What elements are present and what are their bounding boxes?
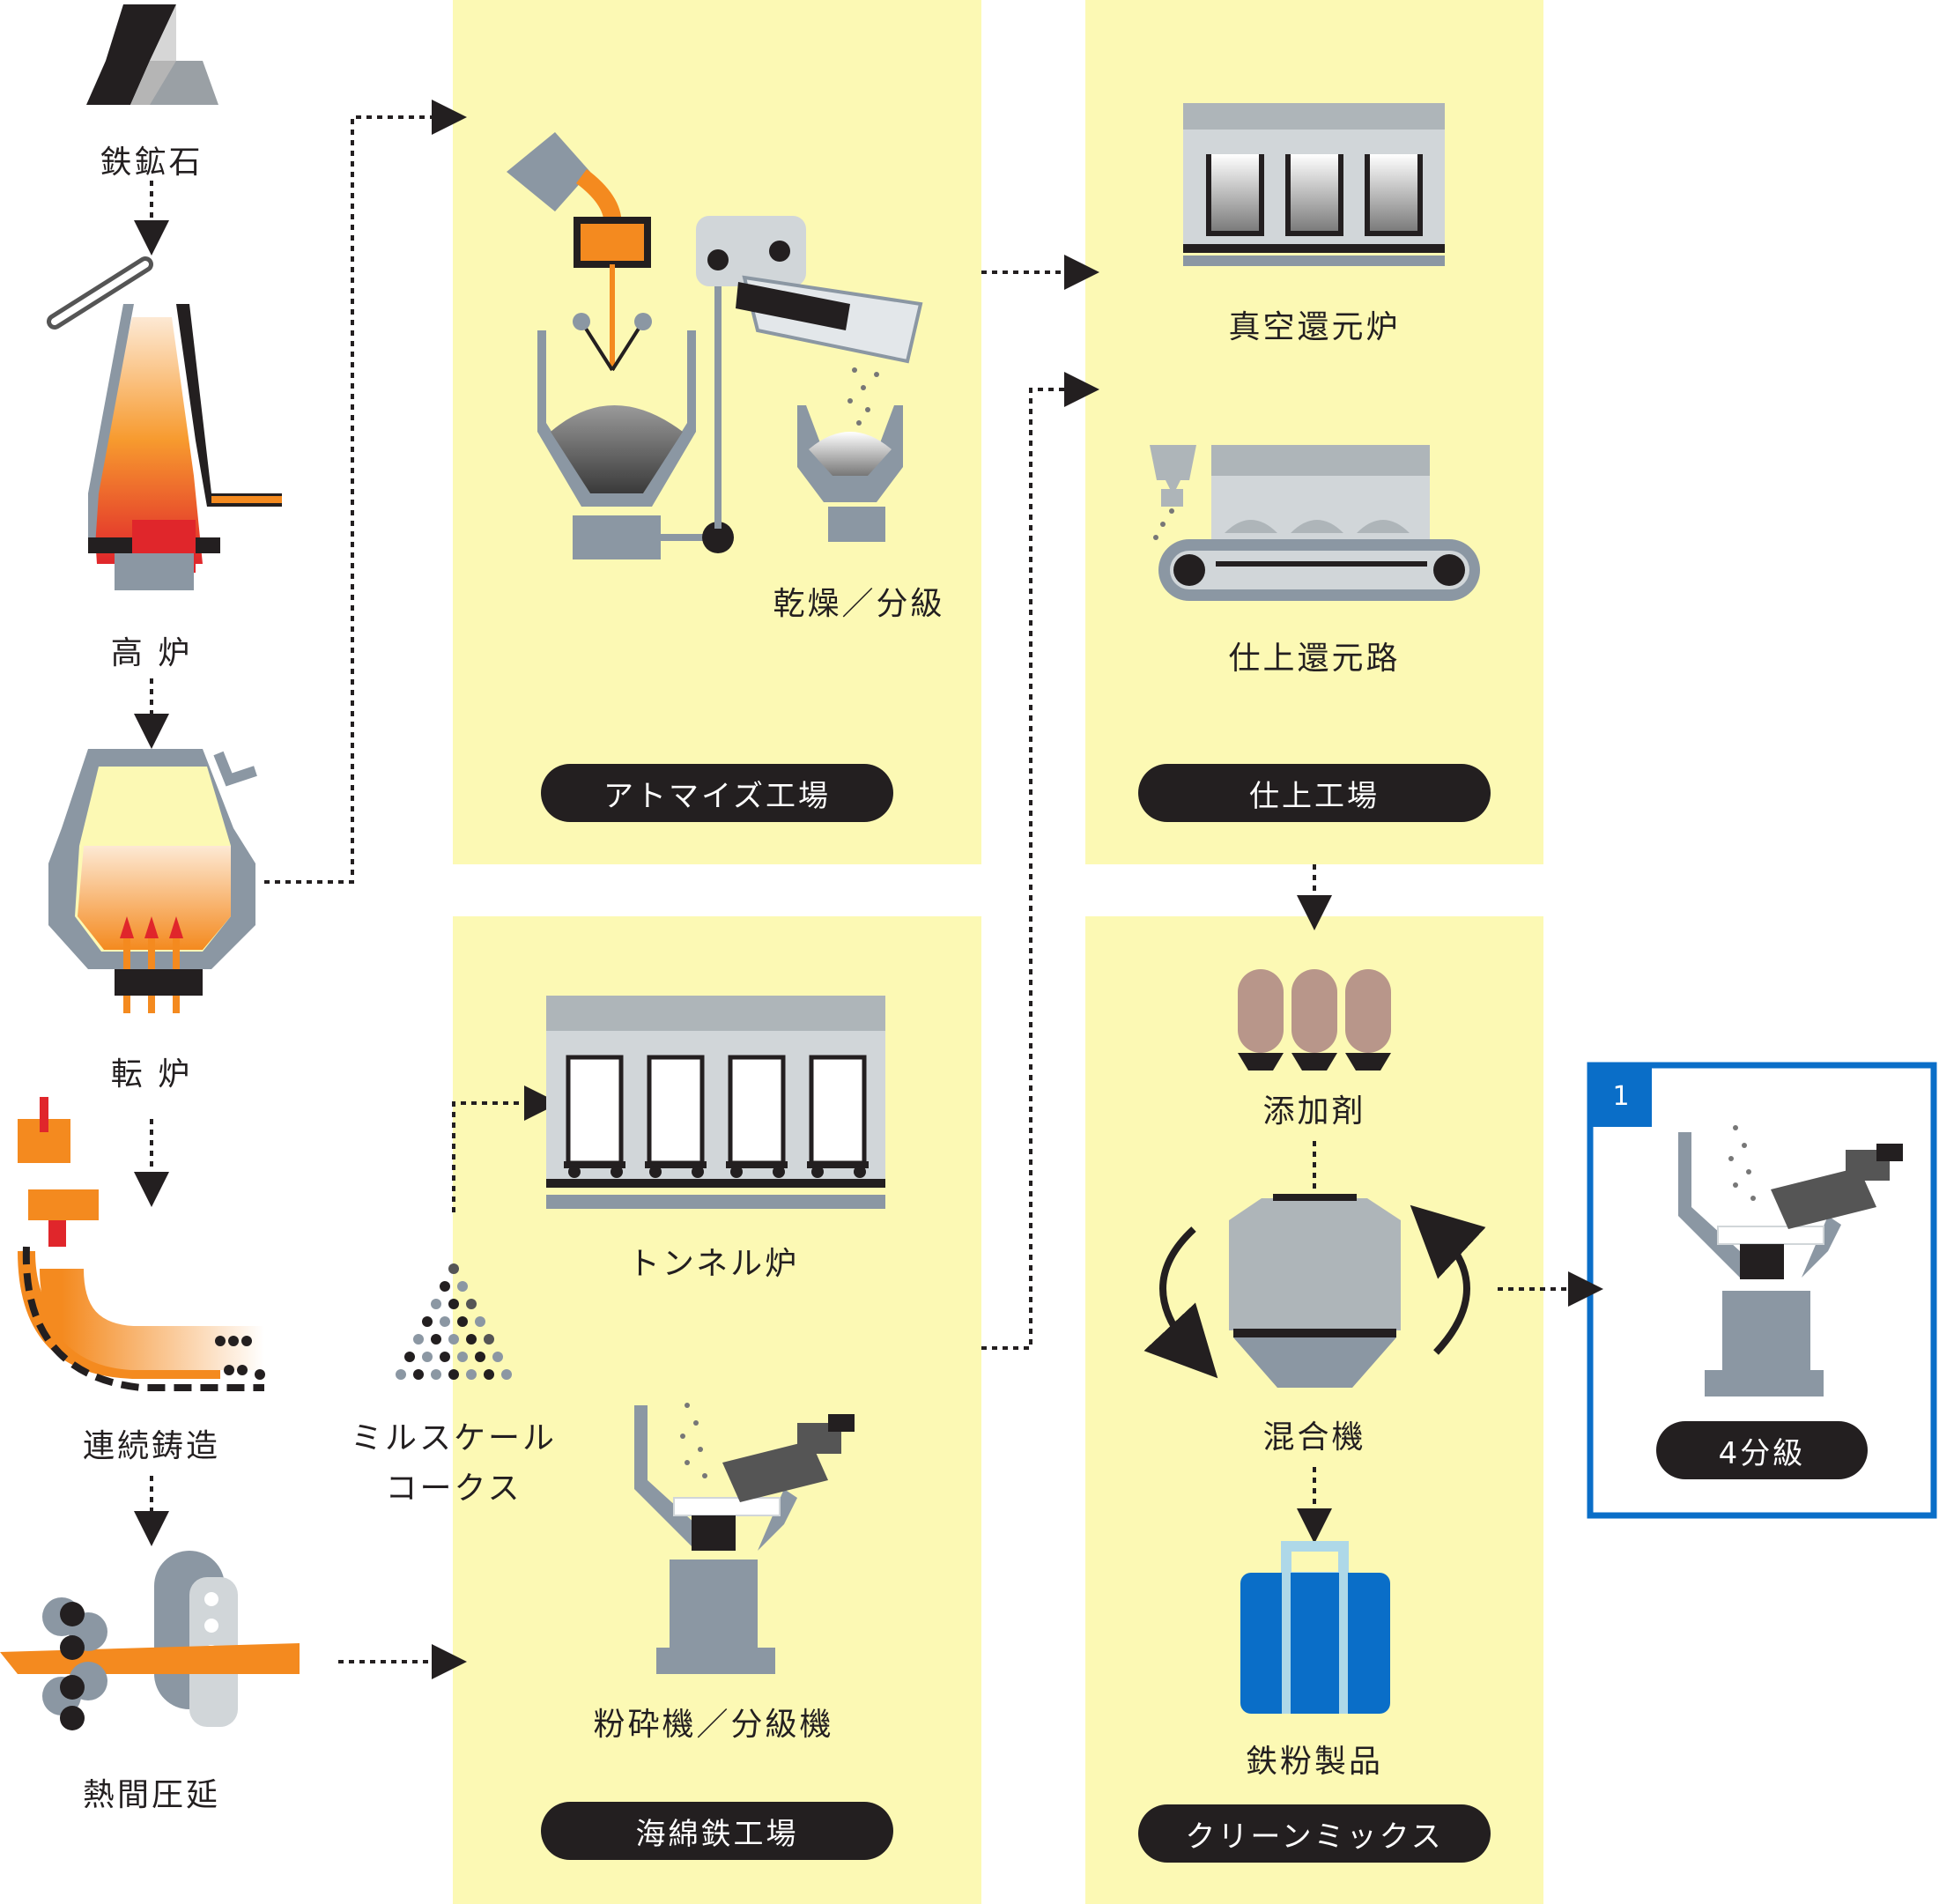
drying-label: 乾燥／分級 (773, 586, 945, 622)
product-box-icon (1240, 1541, 1390, 1714)
tunnel-kiln-icon (546, 996, 885, 1209)
converter-label: 転 炉 (110, 1056, 193, 1093)
arrow-converter-to-atomize (264, 100, 467, 884)
additives-label: 添加剤 (1262, 1093, 1366, 1130)
hot-rolling-icon (0, 1551, 300, 1730)
step-number-badge: 1 (1590, 1065, 1652, 1127)
sizing-machine-icon (1678, 1125, 1903, 1397)
mixer-label: 混合機 (1262, 1419, 1366, 1456)
reduction-furnace-label: 仕上還元路 (1228, 641, 1401, 677)
vacuum-furnace-label: 真空還元炉 (1228, 309, 1401, 345)
converter-icon (48, 749, 257, 1013)
sizing-label: 4分級 (1656, 1421, 1868, 1479)
arrow-scale-to-tunnel (452, 1085, 559, 1212)
tunnel-kiln-label: トンネル炉 (627, 1246, 800, 1282)
belt-furnace-icon (1150, 445, 1480, 601)
crusher-icon (634, 1403, 855, 1674)
iron-ore-icon (86, 4, 218, 105)
continuous-casting-label: 連続鋳造 (82, 1428, 221, 1464)
sponge-plant-label: 海綿鉄工場 (541, 1802, 893, 1860)
products-label: 鉄粉製品 (1245, 1744, 1384, 1780)
atomize-equipment-icon (507, 132, 923, 559)
blast-furnace-label: 高 炉 (110, 635, 193, 671)
blast-furnace-icon (47, 256, 282, 590)
mill-scale-label: ミルスケール (350, 1420, 558, 1456)
finishing-plant-label: 仕上工場 (1138, 764, 1491, 822)
mixer-icon (1143, 1194, 1486, 1388)
coke-label: コークス (385, 1471, 522, 1507)
iron-ore-label: 鉄鉱石 (100, 144, 204, 181)
atomize-plant-label: アトマイズ工場 (541, 764, 893, 822)
clean-panel (1085, 916, 1543, 1904)
crusher-label: 粉砕機／分級機 (593, 1707, 834, 1743)
hot-rolling-label: 熱間圧延 (82, 1777, 221, 1813)
continuous-casting-icon (18, 1097, 265, 1391)
vacuum-furnace-icon (1183, 103, 1445, 266)
arrow-sponge-to-finish (981, 372, 1099, 1350)
clean-mix-label: クリーンミックス (1138, 1804, 1491, 1863)
additive-silos-icon (1238, 969, 1391, 1071)
mill-scale-icon (396, 1263, 512, 1380)
